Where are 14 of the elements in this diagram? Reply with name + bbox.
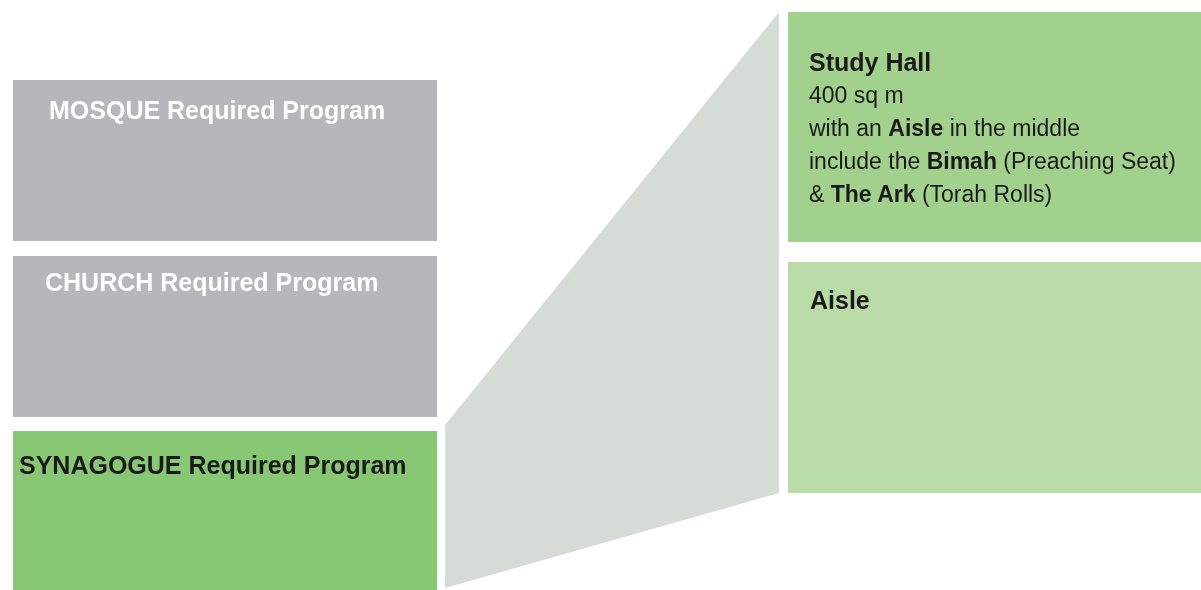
heading-text: MOSQUE Required Program [49, 96, 387, 125]
body-text: include the Bimah (Preaching Seat) & The Ark (Torah Rolls) [809, 147, 1177, 209]
space-box [788, 262, 1201, 493]
heading-text: CHURCH Required Program [45, 268, 380, 297]
expansion-wedge [445, 12, 779, 588]
program-box [13, 256, 437, 417]
heading-text: SYNAGOGUE Required Program [19, 451, 408, 480]
body-text: 400 sq m [809, 81, 905, 110]
heading-text: Study Hall [809, 48, 933, 77]
heading-text: Aisle [810, 286, 871, 315]
body-text: with an Aisle in the middle [809, 114, 1082, 143]
program-box [13, 80, 437, 241]
program-box [13, 431, 437, 590]
space-box [788, 12, 1201, 242]
